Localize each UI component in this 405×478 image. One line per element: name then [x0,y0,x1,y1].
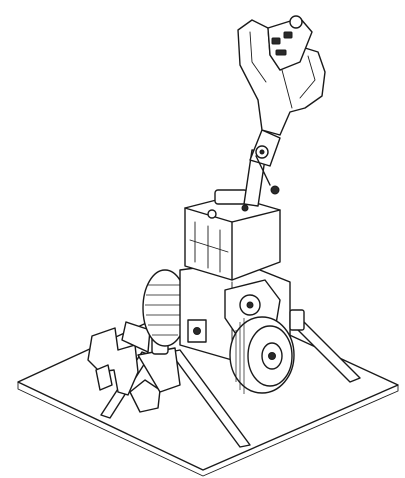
tiller-handle [237,15,326,136]
right-drive-wheel [229,316,295,394]
tiller-arm [243,129,281,207]
strap-clamp [289,309,305,331]
battery-housing [184,189,281,281]
left-drive-wheel [142,269,188,347]
wheel-chock-fork [87,321,181,413]
